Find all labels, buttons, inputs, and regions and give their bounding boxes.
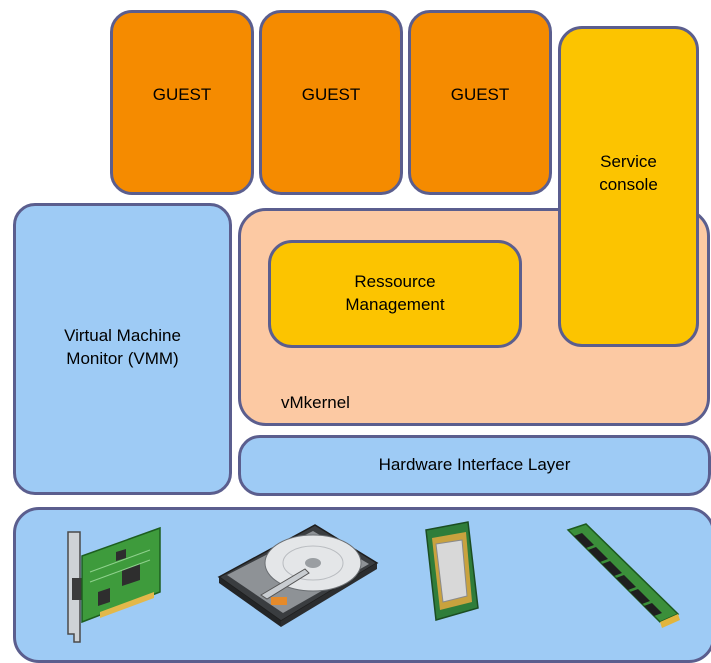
hardware-interface-label: Hardware Interface Layer: [378, 455, 571, 475]
cpu-icon: [425, 521, 479, 621]
vmm-box: Virtual Machine Monitor (VMM): [13, 203, 232, 495]
service-console-line2: console: [599, 174, 658, 194]
resource-management-label: Ressource Management: [345, 271, 444, 317]
guest-label: GUEST: [301, 85, 361, 105]
service-console-label: Service console: [599, 151, 658, 197]
guest-box-2: GUEST: [259, 10, 403, 195]
guest-label: GUEST: [450, 85, 510, 105]
hardware-interface-layer-box: Hardware Interface Layer: [238, 435, 711, 496]
vmkernel-label: vMkernel: [281, 393, 350, 413]
resource-management-box: Ressource Management: [268, 240, 522, 348]
resource-management-line1: Ressource: [354, 272, 436, 292]
ram-module-icon: [566, 523, 680, 628]
hard-drive-icon: [217, 524, 379, 627]
resource-management-line2: Management: [345, 295, 445, 314]
network-card-icon: [67, 526, 161, 643]
vmm-label: Virtual Machine Monitor (VMM): [64, 325, 181, 371]
service-console-box: Service console: [558, 26, 699, 347]
guest-label: GUEST: [152, 85, 212, 105]
guest-box-3: GUEST: [408, 10, 552, 195]
vmm-line1: Virtual Machine: [64, 326, 181, 346]
service-console-line1: Service: [600, 151, 657, 171]
vmm-line2: Monitor (VMM): [66, 349, 179, 368]
guest-box-1: GUEST: [110, 10, 254, 195]
